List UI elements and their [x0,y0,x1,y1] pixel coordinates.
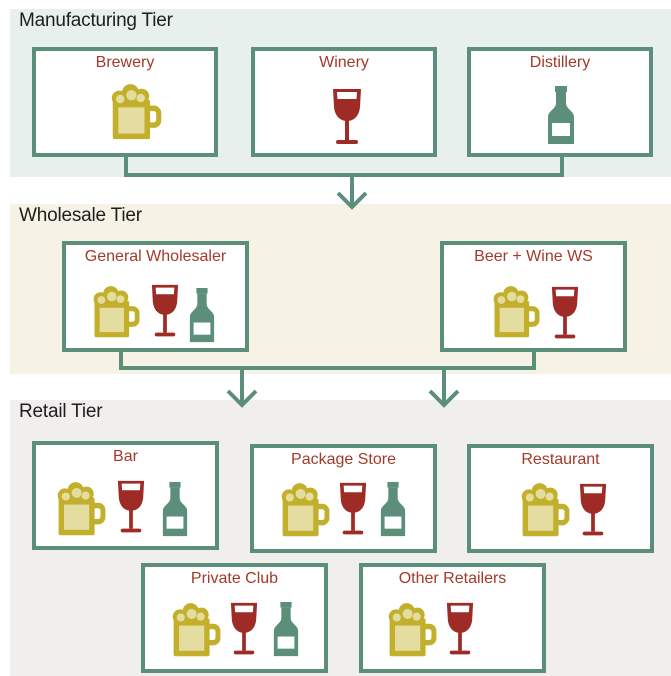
general-wholesaler-label: General Wholesaler [84,248,227,265]
wholesale-tier-title: Wholesale Tier [19,205,142,226]
beer-wine-ws-box: Beer + Wine WS [440,241,627,352]
arrow-down-icon [428,389,460,408]
bar-box: Bar [32,441,219,550]
distillery-box: Distillery [467,47,653,157]
distillery-label: Distillery [529,54,591,71]
restaurant-box: Restaurant [467,444,654,553]
winery-label: Winery [319,54,369,71]
brewery-label: Brewery [95,54,155,71]
manufacturing-tier-title: Manufacturing Tier [19,10,173,31]
winery-box: Winery [251,47,437,157]
package-store-label: Package Store [291,451,396,468]
restaurant-label: Restaurant [521,451,600,468]
private-club-box: Private Club [141,563,328,673]
package-store-box: Package Store [250,444,437,553]
general-wholesaler-box: General Wholesaler [62,241,249,352]
arrow-down-icon [336,191,368,210]
other-retailers-box: Other Retailers [359,563,546,673]
connector-manufacturing [124,155,564,177]
arrow-down-icon [226,389,258,408]
private-club-label: Private Club [190,570,279,587]
beer-wine-ws-label: Beer + Wine WS [474,248,593,265]
retail-tier-title: Retail Tier [19,401,103,422]
other-retailers-label: Other Retailers [398,570,507,587]
bar-label: Bar [113,448,138,465]
connector-wholesale [119,350,536,370]
